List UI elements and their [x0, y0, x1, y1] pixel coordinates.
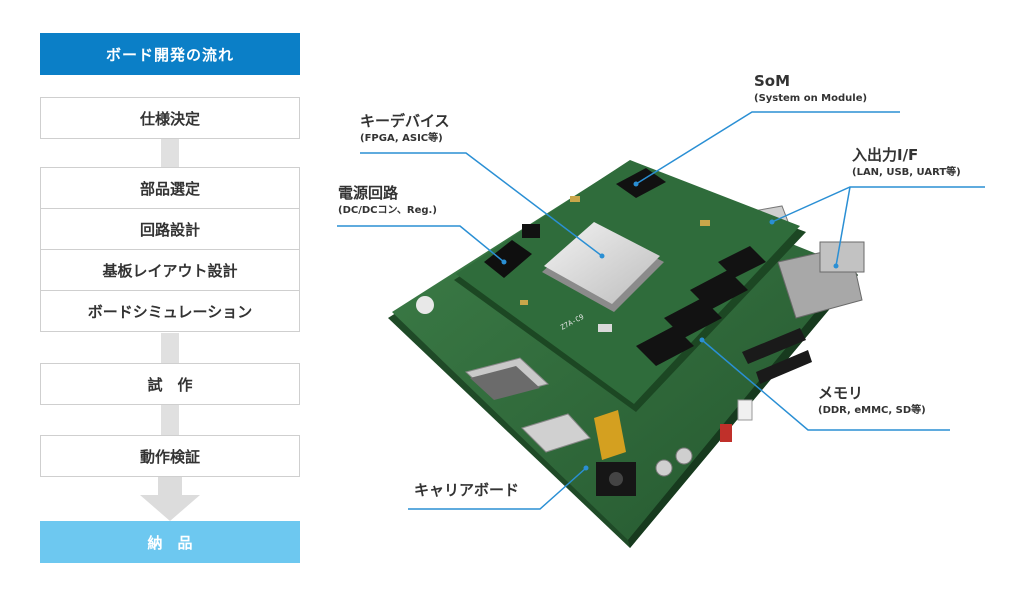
leader-endpoints	[501, 181, 839, 471]
label-carrier: キャリアボード	[414, 481, 519, 499]
step-board-simulation: ボードシミュレーション	[40, 291, 300, 332]
flow-connector	[161, 333, 179, 363]
label-power-subtitle: (DC/DCコン、Reg.)	[338, 205, 437, 216]
label-som-title: SoM	[754, 72, 791, 90]
label-carrier-title: キャリアボード	[414, 481, 520, 499]
leader-io-lan	[835, 186, 851, 267]
label-key-device-subtitle: (FPGA, ASIC等)	[360, 133, 443, 144]
label-som: SoM (System on Module)	[754, 72, 867, 106]
leader-power	[337, 225, 505, 263]
step-prototype: 試 作	[40, 363, 300, 405]
down-arrow-icon	[140, 495, 200, 521]
leader-carrier	[408, 467, 587, 510]
label-io-title: 入出力I/F	[852, 146, 919, 164]
leader-io-usb	[771, 186, 985, 223]
label-power: 電源回路 (DC/DCコン、Reg.)	[338, 184, 437, 218]
label-key-device: キーデバイス (FPGA, ASIC等)	[360, 112, 450, 146]
label-io: 入出力I/F (LAN, USB, UART等)	[852, 146, 961, 180]
label-memory-subtitle: (DDR, eMMC, SD等)	[818, 405, 926, 416]
flow-connector	[161, 405, 179, 435]
leader-key-device	[360, 152, 603, 257]
step-verification: 動作検証	[40, 435, 300, 477]
leader-som	[635, 111, 900, 185]
flow-arrow-shaft	[158, 477, 182, 497]
label-memory: メモリ (DDR, eMMC, SD等)	[818, 384, 926, 418]
step-parts-selection: 部品選定	[40, 167, 300, 209]
flow-connector	[161, 139, 179, 167]
flow-title: ボード開発の流れ	[40, 33, 300, 75]
step-spec: 仕様決定	[40, 97, 300, 139]
label-key-device-title: キーデバイス	[360, 112, 450, 130]
label-power-title: 電源回路	[338, 184, 399, 202]
leader-lines	[337, 111, 985, 510]
step-circuit-design: 回路設計	[40, 209, 300, 250]
step-delivery: 納 品	[40, 521, 300, 563]
label-io-subtitle: (LAN, USB, UART等)	[852, 167, 961, 178]
label-memory-title: メモリ	[818, 384, 864, 402]
label-som-subtitle: (System on Module)	[754, 93, 868, 104]
step-layout-design: 基板レイアウト設計	[40, 250, 300, 291]
leader-memory	[701, 339, 950, 431]
som-module: Z7A-C9	[454, 160, 806, 412]
